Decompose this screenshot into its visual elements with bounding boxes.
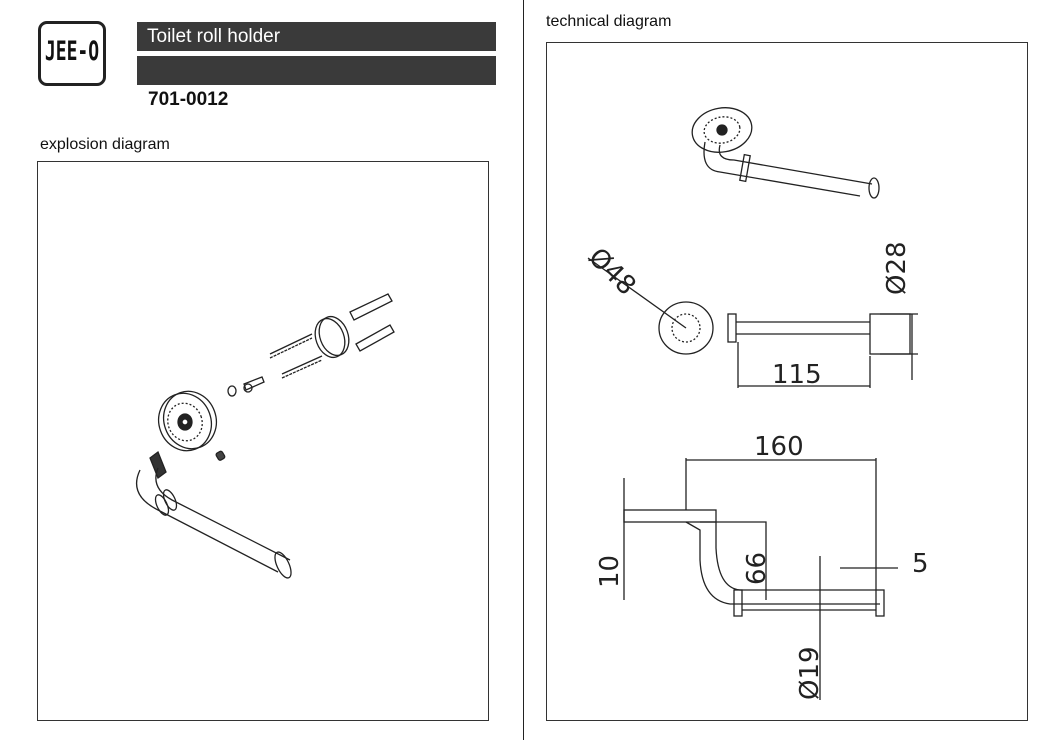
dim-10: 10 — [595, 555, 625, 588]
dim-5: 5 — [912, 549, 929, 579]
wall-rosette — [157, 390, 218, 452]
product-title: Toilet roll holder — [147, 26, 281, 47]
dim-d28: Ø28 — [882, 241, 912, 295]
arm-part — [135, 450, 292, 579]
brand-logo: JEE-O — [38, 21, 106, 86]
dim-d19: Ø19 — [795, 646, 825, 700]
dim-66: 66 — [742, 552, 772, 585]
product-title-bar: Toilet roll holder — [137, 22, 496, 51]
dim-115: 115 — [772, 360, 822, 390]
technical-diagram-frame — [546, 42, 1028, 721]
logo-text: JEE-O — [44, 35, 100, 68]
explosion-diagram-label: explosion diagram — [40, 136, 170, 153]
dim-160: 160 — [754, 432, 804, 462]
dim-d48: Ø48 — [582, 242, 641, 301]
technical-diagram-label: technical diagram — [546, 13, 672, 30]
product-code: 701-0012 — [148, 89, 229, 110]
explosion-diagram-frame — [37, 161, 489, 721]
subtitle-bar — [137, 56, 496, 85]
page-divider — [523, 0, 524, 740]
